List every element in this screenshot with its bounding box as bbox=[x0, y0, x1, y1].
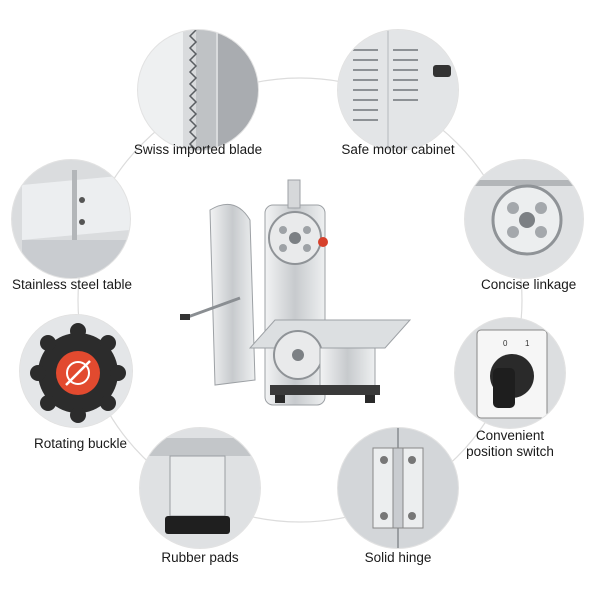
steel-table-icon bbox=[12, 160, 130, 278]
product-image bbox=[180, 170, 430, 420]
feature-linkage-label: Concise linkage bbox=[481, 277, 577, 292]
feature-switch-label: Convenient position switch bbox=[448, 428, 572, 460]
feature-blade-image bbox=[138, 30, 258, 150]
feature-switch-label-line1: Convenient bbox=[475, 428, 545, 443]
rubber-foot-icon bbox=[140, 428, 260, 548]
feature-switch-image: 0 1 bbox=[455, 318, 565, 428]
svg-text:1: 1 bbox=[525, 339, 530, 348]
feature-linkage-image bbox=[465, 160, 583, 278]
feature-hinge-image bbox=[338, 428, 458, 548]
feature-pads-image bbox=[140, 428, 260, 548]
feature-hinge-label: Solid hinge bbox=[364, 550, 432, 565]
svg-text:0: 0 bbox=[503, 339, 508, 348]
knob-icon bbox=[20, 315, 132, 427]
rotary-switch-icon: 0 1 bbox=[455, 318, 565, 428]
feature-blade-label: Swiss imported blade bbox=[133, 142, 263, 157]
saw-blade-icon bbox=[138, 30, 258, 150]
band-saw-icon bbox=[180, 179, 412, 406]
vented-cabinet-icon bbox=[338, 30, 458, 150]
hinge-icon bbox=[338, 428, 458, 548]
feature-buckle-label: Rotating buckle bbox=[34, 436, 128, 451]
feature-cabinet-label: Safe motor cabinet bbox=[341, 142, 455, 157]
feature-switch-label-line2: position switch bbox=[466, 444, 554, 459]
feature-buckle-image bbox=[20, 315, 132, 427]
feature-pads-label: Rubber pads bbox=[161, 550, 239, 565]
feature-table-label: Stainless steel table bbox=[12, 277, 133, 292]
feature-cabinet-image bbox=[338, 30, 458, 150]
feature-table-image bbox=[12, 160, 130, 278]
pulley-wheel-icon bbox=[465, 160, 583, 278]
